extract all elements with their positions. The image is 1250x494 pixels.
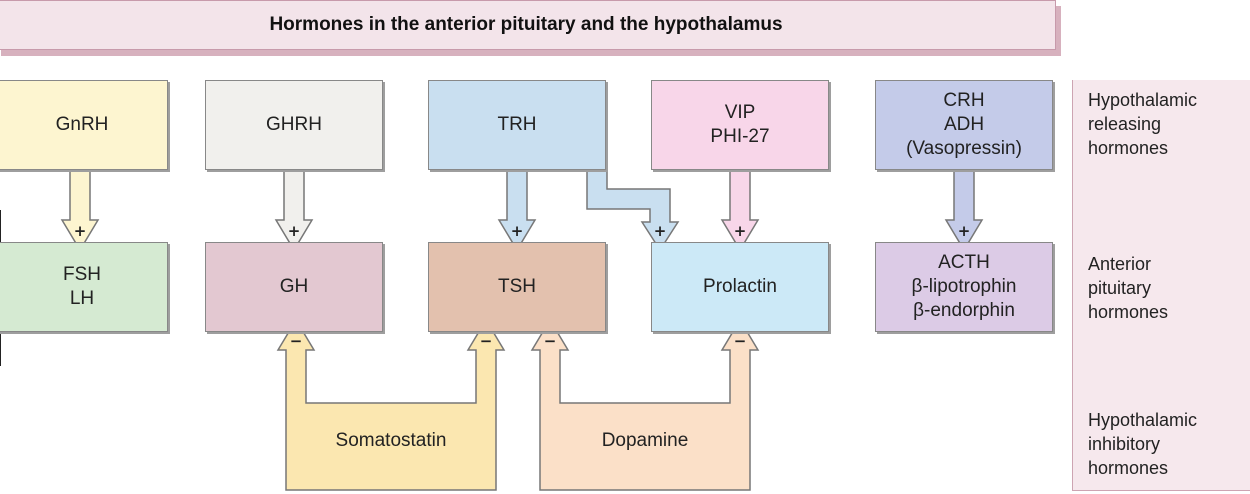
arrow-vip-to-prolactin [720,169,760,252]
row-label-releasing-line3: hormones [1088,138,1169,158]
box-crh: CRH ADH (Vasopressin) [875,80,1053,170]
box-vip: VIP PHI-27 [651,80,829,170]
dopamine-label: Dopamine [601,430,689,451]
box-acth: ACTH β-lipotrophin β-endorphin [875,242,1053,332]
beta-endorphin-label: β-endorphin [913,300,1015,321]
ghrh-label: GHRH [266,114,322,135]
phi27-label: PHI-27 [710,126,770,147]
fsh-label: FSH [63,264,101,285]
box-tsh: TSH [428,242,606,332]
row-label-pituitary-line2: pituitary [1088,278,1152,298]
sign-gnrh: + [74,222,87,240]
box-fsh-lh: FSH LH [0,242,168,332]
box-trh: TRH [428,80,606,170]
arrow-gnrh-to-fsh [60,169,100,252]
sign-dopamine-tsh: − [544,332,557,350]
sign-trh-tsh: + [511,222,524,240]
row-label-inhibitory-line1: Hypothalamic [1088,410,1198,430]
gnrh-label: GnRH [55,114,109,135]
gh-label: GH [279,276,309,297]
sign-somatostatin-gh: − [290,332,303,350]
somatostatin-label: Somatostatin [335,430,447,451]
vasopressin-label: (Vasopressin) [906,138,1022,159]
sign-somatostatin-tsh: − [480,332,493,350]
sign-dopamine-prolactin: − [734,332,747,350]
box-prolactin: Prolactin [651,242,829,332]
title-banner: Hormones in the anterior pituitary and t… [0,0,1056,50]
box-gh: GH [205,242,383,332]
arrow-ghrh-to-gh [274,169,314,252]
sign-trh-prolactin: + [654,222,667,240]
diagram-title: Hormones in the anterior pituitary and t… [269,14,783,35]
arrow-somatostatin-inhibits [276,318,506,491]
row-label-inhibitory: Hypothalamic inhibitory hormones [1088,408,1197,480]
row-label-pituitary-line3: hormones [1088,302,1169,322]
row-label-releasing-line1: Hypothalamic [1088,90,1198,110]
sign-vip: + [734,222,747,240]
row-label-inhibitory-line3: hormones [1088,458,1169,478]
trh-label: TRH [497,114,537,135]
arrow-dopamine-inhibits [530,318,760,491]
row-label-pituitary-line1: Anterior [1088,254,1152,274]
tsh-label: TSH [498,276,536,297]
arrow-trh-to-tsh [497,169,537,252]
sign-crh: + [958,222,971,240]
adh-label: ADH [943,114,985,135]
acth-label: ACTH [938,252,990,273]
arrow-trh-to-prolactin [586,169,680,252]
prolactin-label: Prolactin [703,276,777,297]
vip-label: VIP [724,102,756,123]
row-label-releasing-line2: releasing [1088,114,1162,134]
box-ghrh: GHRH [205,80,383,170]
arrow-crh-to-acth [944,169,984,252]
lh-label: LH [69,288,95,309]
sign-ghrh: + [288,222,301,240]
box-gnrh: GnRH [0,80,168,170]
row-label-inhibitory-line2: inhibitory [1088,434,1161,454]
crh-label: CRH [943,90,985,111]
row-label-pituitary: Anterior pituitary hormones [1088,252,1168,324]
row-label-releasing: Hypothalamic releasing hormones [1088,88,1197,160]
row-label-column [1072,80,1250,491]
beta-lipotrophin-label: β-lipotrophin [911,276,1017,297]
